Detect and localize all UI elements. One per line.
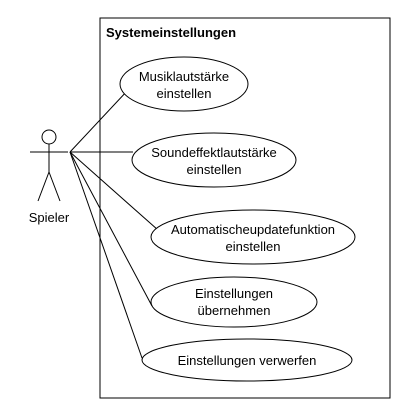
use-case-automatischeupdatefunktion: Automatischeupdatefunktion einstellen xyxy=(150,209,356,265)
association-5 xyxy=(69,151,143,359)
use-case-label: Einstellungen verwerfen xyxy=(178,353,317,368)
use-case-ellipse xyxy=(119,56,249,112)
use-case-label: einstellen xyxy=(157,86,212,101)
use-case-label: übernehmen xyxy=(198,303,271,318)
actor-label: Spieler xyxy=(29,210,70,225)
system-title: Systemeinstellungen xyxy=(106,25,236,40)
association-4 xyxy=(69,151,153,307)
use-case-soundeffektlautstaerke: Soundeffektlautstärke einstellen xyxy=(131,132,297,188)
use-case-ellipse xyxy=(131,132,297,188)
use-case-musiklautstaerke: Musiklautstärke einstellen xyxy=(119,56,249,112)
actor-right-leg xyxy=(48,171,61,202)
actor-spieler: Spieler xyxy=(29,129,70,225)
use-case-label: einstellen xyxy=(226,239,281,254)
use-case-label: Musiklautstärke xyxy=(139,69,229,84)
use-case-label: Automatischeupdatefunktion xyxy=(171,222,335,237)
use-case-ellipse xyxy=(150,209,356,265)
use-case-label: einstellen xyxy=(187,162,242,177)
use-case-einstellungen-uebernehmen: Einstellungen übernehmen xyxy=(150,276,318,328)
use-case-label: Einstellungen xyxy=(195,286,273,301)
association-1 xyxy=(69,89,129,153)
actor-head xyxy=(41,129,57,145)
use-case-einstellungen-verwerfen: Einstellungen verwerfen xyxy=(141,338,353,382)
association-3 xyxy=(69,151,159,231)
actor-left-leg xyxy=(37,171,50,202)
use-case-ellipse xyxy=(141,338,353,382)
use-case-label: Soundeffektlautstärke xyxy=(151,145,277,160)
use-case-ellipse xyxy=(150,276,318,328)
